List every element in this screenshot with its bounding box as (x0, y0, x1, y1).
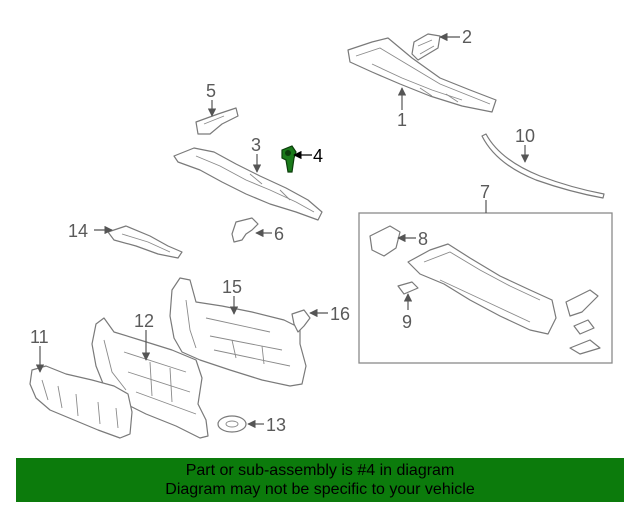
part-8-bracket (369, 225, 401, 257)
callout-15: 15 (222, 277, 242, 297)
part-6-clip (231, 217, 259, 243)
callout-11: 11 (30, 327, 49, 347)
part-4-fastener (281, 145, 297, 173)
callout-4[interactable]: 4 (313, 146, 323, 166)
part-5-bracket (195, 107, 239, 135)
part-15-insulator (169, 277, 307, 387)
banner-line-1: Part or sub-assembly is #4 in diagram (185, 462, 455, 479)
callout-3: 3 (251, 135, 261, 155)
part-7-assembly (407, 243, 601, 355)
callout-10: 10 (515, 126, 535, 146)
part-10-weatherstrip (481, 133, 605, 199)
callout-1: 1 (397, 110, 407, 130)
callout-7: 7 (480, 182, 490, 202)
callout-9: 9 (402, 312, 412, 332)
callout-13: 13 (266, 415, 286, 435)
part-11-insulator (29, 365, 133, 439)
callout-6: 6 (274, 224, 284, 244)
part-16-grommet (291, 309, 311, 333)
part-9-clip (397, 281, 419, 295)
callout-14: 14 (68, 221, 88, 241)
part-2-bracket (411, 33, 441, 61)
part-12-dash-panel (91, 317, 209, 439)
part-3-reinforcement (173, 147, 323, 221)
callout-8: 8 (418, 229, 428, 249)
banner-line-2: Diagram may not be specific to your vehi… (165, 481, 475, 498)
info-banner: Part or sub-assembly is #4 in diagram Di… (16, 458, 624, 502)
callout-2: 2 (462, 27, 472, 47)
part-14-bracket (107, 225, 183, 259)
callout-12: 12 (134, 311, 154, 331)
callout-16: 16 (330, 304, 350, 324)
part-1-cowl-panel (347, 37, 497, 113)
part-13-grommet (217, 415, 247, 433)
callout-5: 5 (206, 81, 216, 101)
